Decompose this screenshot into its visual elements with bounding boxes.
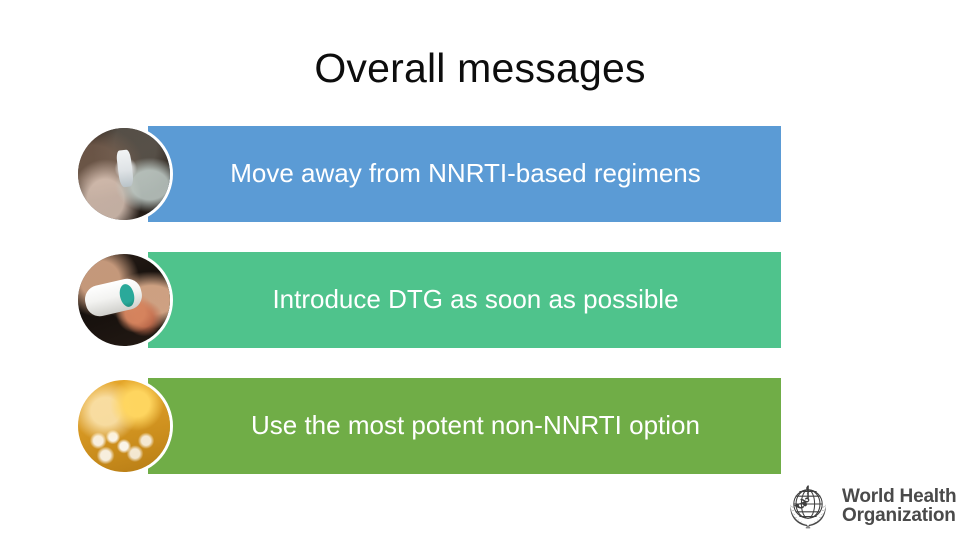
hand-pouring-pills-photo xyxy=(78,254,170,346)
page-title: Overall messages xyxy=(314,45,646,91)
message-row: Introduce DTG as soon as possible xyxy=(78,252,784,349)
message-row: Move away from NNRTI-based regimens xyxy=(78,126,784,223)
who-line-1: World Health xyxy=(842,485,957,507)
message-thumbnail-3 xyxy=(78,380,170,472)
golden-pills-bottle-photo xyxy=(78,380,170,472)
clinic-hands-bottle-photo xyxy=(78,128,170,220)
message-thumbnail-1 xyxy=(78,128,170,220)
who-wordmark: World Health Organization xyxy=(842,485,957,526)
who-emblem-icon xyxy=(789,485,827,529)
message-text-1: Move away from NNRTI-based regimens xyxy=(230,158,701,189)
message-text-2: Introduce DTG as soon as possible xyxy=(272,284,679,315)
who-line-2: Organization xyxy=(842,505,956,526)
message-thumbnail-2 xyxy=(78,254,170,346)
message-bar-2: Introduce DTG as soon as possible xyxy=(148,252,781,348)
message-text-3: Use the most potent non-NNRTI option xyxy=(251,410,700,441)
message-bar-1: Move away from NNRTI-based regimens xyxy=(148,126,781,222)
message-bar-3: Use the most potent non-NNRTI option xyxy=(148,378,781,474)
who-logo: World Health Organization xyxy=(781,478,957,534)
message-row: Use the most potent non-NNRTI option xyxy=(78,378,784,475)
